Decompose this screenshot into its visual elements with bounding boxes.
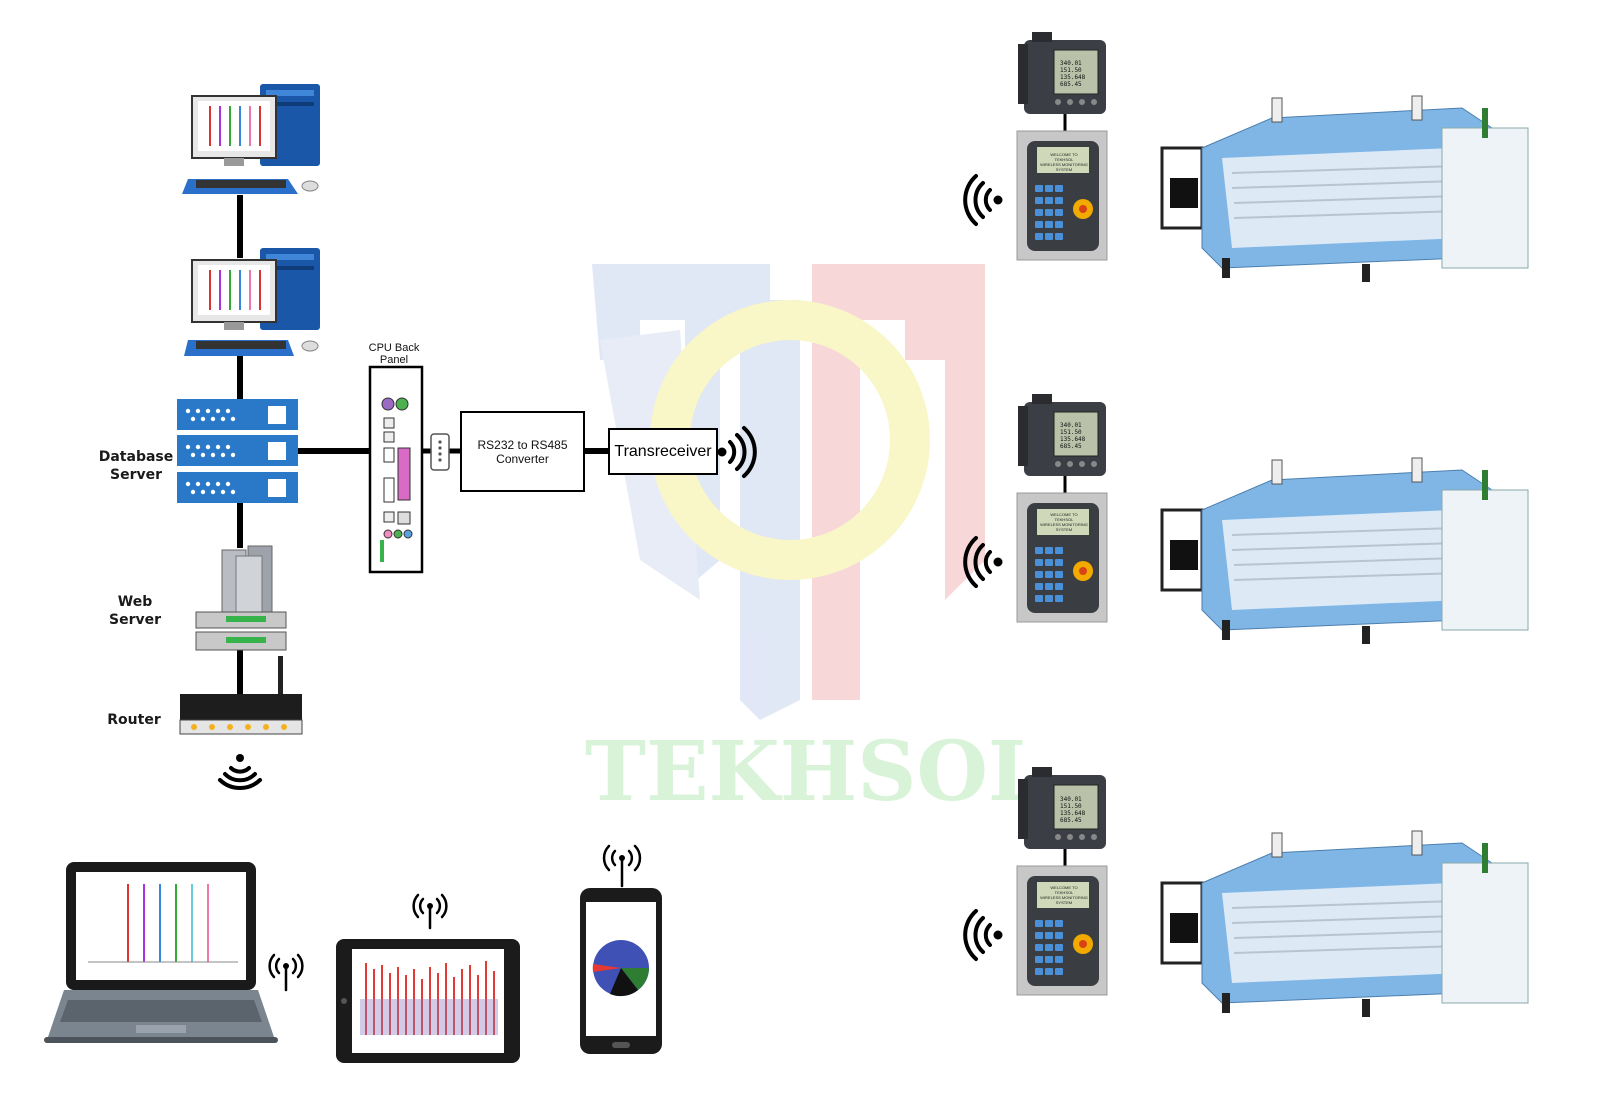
controller-icon: [1016, 492, 1108, 623]
meter-icon: [1018, 767, 1106, 849]
transreceiver-box: Transreceiver: [608, 428, 718, 475]
meter-icon: [1018, 32, 1106, 114]
wifi-icon: [963, 536, 1003, 588]
loom-icon: [1160, 95, 1529, 282]
wifi-icon: [963, 174, 1003, 226]
meter-icon: [1018, 394, 1106, 476]
rs232-rs485-converter: RS232 to RS485 Converter: [460, 411, 585, 492]
loom-icon: [1160, 457, 1529, 644]
database-server-label: Database Server: [98, 449, 174, 483]
controller-icon: [1016, 130, 1108, 261]
router-label: Router: [107, 712, 161, 728]
controller-icon: [1016, 865, 1108, 996]
cpu-back-panel-label: CPU Back Panel: [368, 342, 420, 366]
watermark-text: TEKHSOL: [585, 724, 1046, 820]
wifi-icon: [963, 909, 1003, 961]
web-server-label: Web Server: [108, 594, 161, 628]
loom-icon: [1160, 830, 1529, 1017]
